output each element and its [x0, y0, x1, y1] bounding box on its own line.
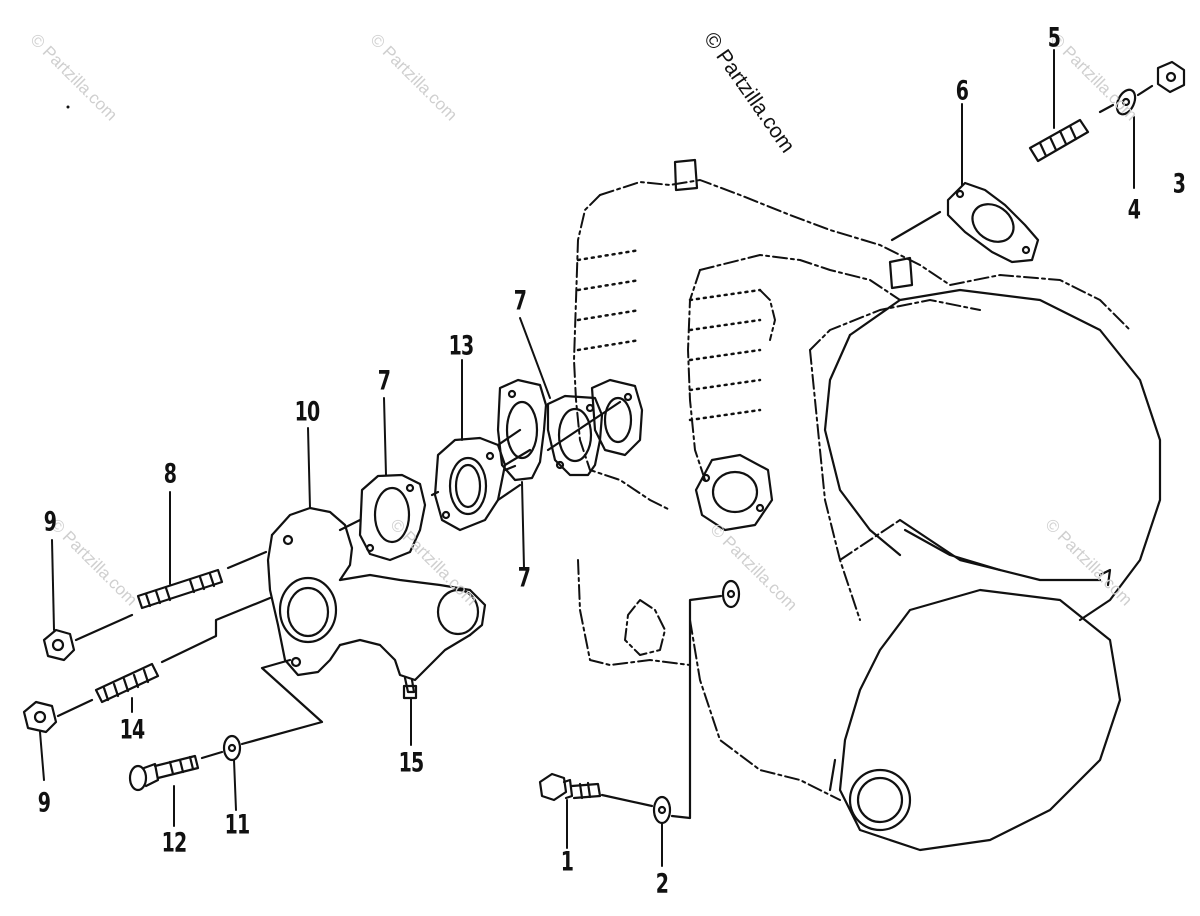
part-9-nut-upper: [42, 628, 76, 662]
callout-7-lower[interactable]: 7: [517, 562, 531, 594]
part-12-axis: [200, 658, 324, 760]
callout-2[interactable]: 2: [655, 868, 669, 900]
part-11-washer: [222, 734, 242, 762]
part-9-nut-lower: [22, 700, 58, 734]
part-14-stud: [94, 662, 160, 704]
callout-4[interactable]: 4: [1127, 194, 1141, 226]
callout-12[interactable]: 12: [161, 827, 188, 859]
callout-9-lower[interactable]: 9: [37, 787, 51, 819]
part-7-gasket-rear: [546, 394, 604, 477]
gasket-stack-axis: [338, 400, 622, 532]
part-10-manifold: [266, 506, 487, 694]
callout-1[interactable]: 1: [560, 846, 574, 878]
callout-15[interactable]: 15: [398, 747, 425, 779]
callout-9-upper[interactable]: 9: [43, 506, 57, 538]
callout-6[interactable]: 6: [955, 75, 969, 107]
part-14-axis: [56, 596, 272, 718]
cylinder-boss-1: [673, 158, 699, 192]
cylinder-boss-2: [888, 256, 914, 290]
upper-assembly-axis: [890, 84, 1154, 242]
part-2-washer: [652, 795, 672, 825]
part-1-fitting: [538, 772, 602, 802]
part-4-washer: [1115, 88, 1137, 116]
part-7-gasket-left: [358, 473, 427, 562]
callout-7-rear[interactable]: 7: [513, 285, 527, 317]
part-12-bolt: [128, 754, 200, 792]
intake-port-upper: [590, 378, 644, 457]
crankcase-cover: [823, 288, 1162, 852]
engine-port-washer: [721, 579, 741, 609]
callout-14[interactable]: 14: [119, 714, 146, 746]
callout-11[interactable]: 11: [224, 809, 251, 841]
callout-8[interactable]: 8: [163, 458, 177, 490]
cylinder-fins: [576, 248, 762, 422]
leader-lines: [39, 49, 1135, 867]
part-2-axis: [600, 594, 723, 820]
part-6-gasket: [946, 181, 1040, 264]
callout-7-left[interactable]: 7: [377, 365, 391, 397]
engine-block-outline: [573, 179, 1131, 801]
callout-5[interactable]: 5: [1047, 22, 1061, 54]
part-13-spacer: [433, 428, 532, 532]
callout-3b[interactable]: 3: [1172, 168, 1186, 200]
callout-13[interactable]: 13: [448, 330, 475, 362]
part-5-stud: [1028, 118, 1090, 163]
part-3-nut: [1156, 60, 1186, 94]
intake-port-lower: [694, 453, 774, 532]
part-8-axis: [74, 550, 268, 642]
part-8-stud: [136, 568, 224, 610]
callout-10[interactable]: 10: [294, 396, 321, 428]
